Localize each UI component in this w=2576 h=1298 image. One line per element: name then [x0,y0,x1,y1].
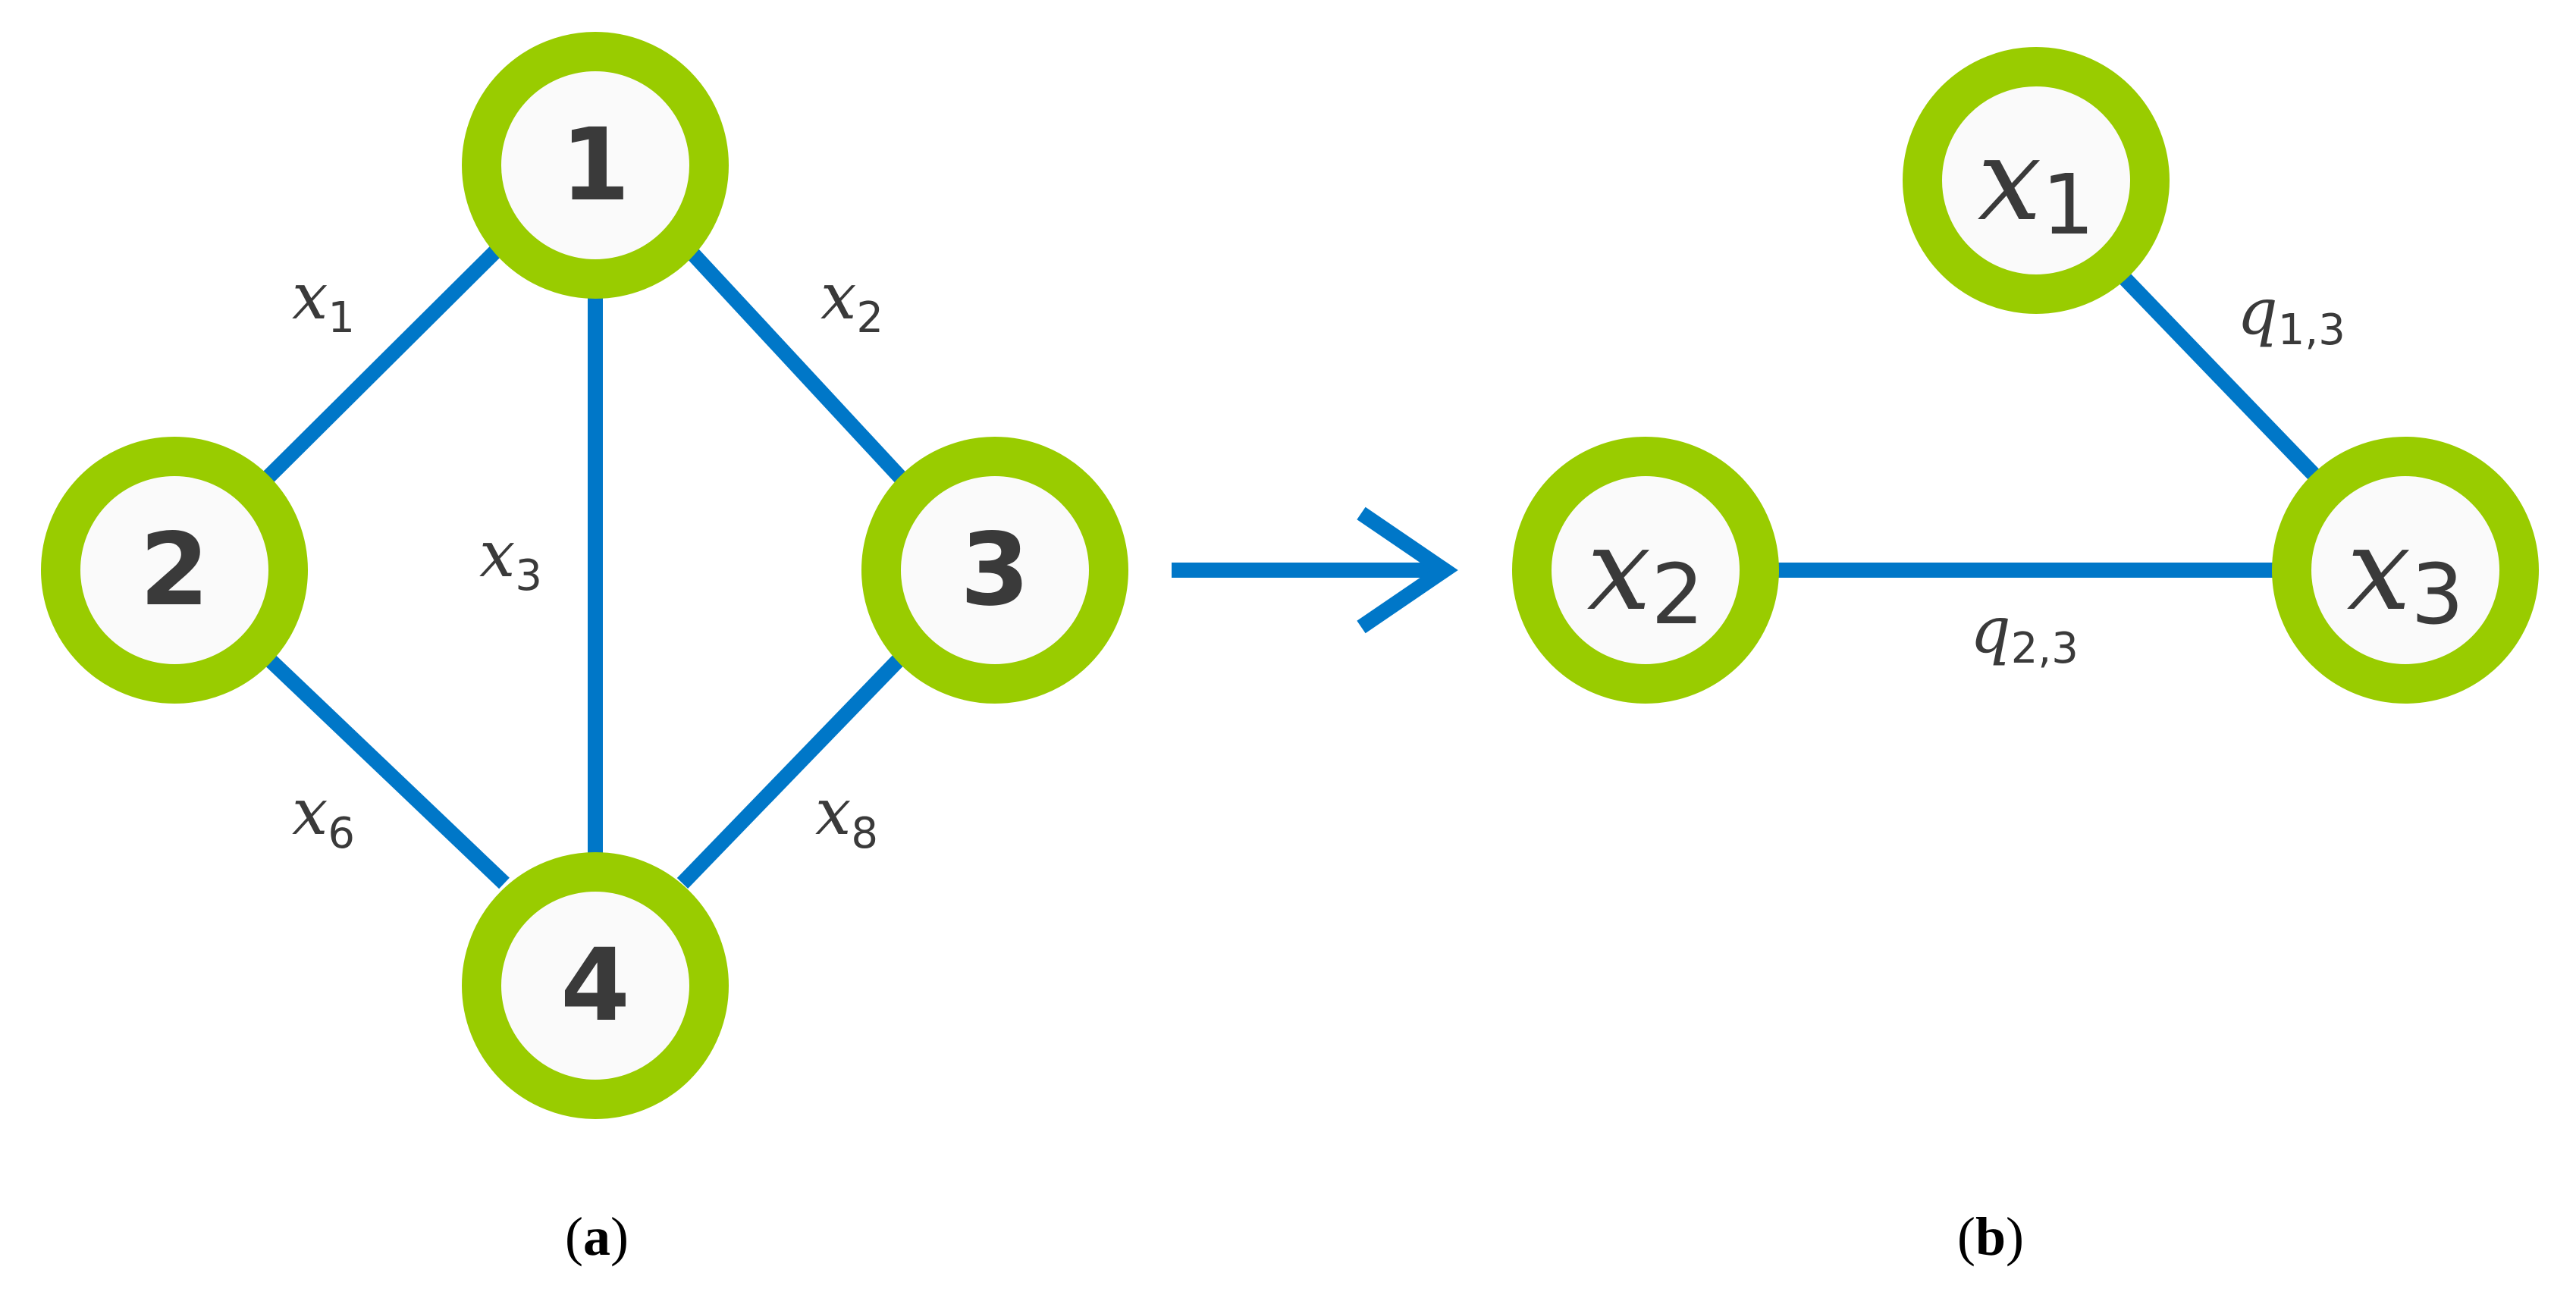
panel-b-edges [1767,268,2327,578]
edge-2-4 [256,646,510,889]
transform-arrow [1172,506,1458,634]
edge-1-3 [676,237,912,489]
node-x2: x2 [1512,437,1779,704]
edge-1-2 [256,237,510,490]
edge-3-4 [676,647,912,889]
edge-label-x3: x3 [479,517,542,600]
node-x3-label: x3 [2347,504,2465,643]
node-1-label: 1 [560,107,630,224]
node-4-label: 4 [560,927,630,1044]
edge-label-q13: q1,3 [2237,274,2345,355]
node-x3: x3 [2272,437,2539,704]
node-3: 3 [861,437,1128,704]
node-3-label: 3 [960,512,1030,629]
panel-label-b: (b) [1957,1206,2024,1267]
node-x1-label: x1 [1978,114,2095,253]
edge-label-x8: x8 [815,775,878,858]
node-x1: x1 [1903,47,2170,314]
panel-a-edges [256,237,912,889]
node-2-label: 2 [140,512,209,629]
panel-label-a: (a) [565,1206,629,1267]
edge-label-x2: x2 [820,259,883,343]
node-x2-label: x2 [1587,504,1705,643]
node-1: 1 [462,32,729,299]
edge-label-q23: q2,3 [1970,593,2079,673]
node-2: 2 [41,437,308,704]
node-4: 4 [462,852,729,1119]
edge-label-x6: x6 [292,775,355,858]
edge-x1-x3 [2113,268,2327,487]
edge-label-x1: x1 [292,259,355,343]
